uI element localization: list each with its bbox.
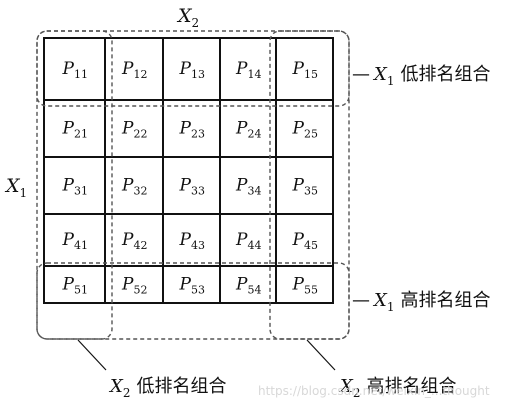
matrix-cell-p45: P45 [292,230,318,252]
matrix-cell-p51: P51 [62,275,88,297]
matrix-cell-p14: P14 [235,59,261,81]
matrix-cell-p32: P32 [121,176,147,198]
matrix-cell-p42: P42 [121,230,147,252]
matrix-cell-p21: P21 [62,119,88,141]
group-outlines [36,30,350,340]
matrix-cell-p23: P23 [179,119,205,141]
matrix-cell-p11: P11 [62,59,88,81]
matrix-cell-p34: P34 [235,176,261,198]
matrix-cell-p24: P24 [235,119,261,141]
watermark-url: https://blog.csdn.net/weixin_...thought [258,384,490,398]
matrix-cell-p52: P52 [121,275,147,297]
matrix-outer-border [43,37,334,304]
x2-low-group-outline [36,30,113,340]
matrix-cell-p55: P55 [292,275,318,297]
x2-high-leader [306,339,336,371]
matrix-cell-p35: P35 [292,176,318,198]
matrix-cell-p43: P43 [179,230,205,252]
matrix-cell-p31: P31 [62,176,88,198]
matrix-cell-p53: P53 [179,275,205,297]
matrix-cell-p25: P25 [292,119,318,141]
x2-high-group-outline [269,30,350,340]
matrix-cell-p12: P12 [121,59,147,81]
matrix-cell-p41: P41 [62,230,88,252]
x2-low-leader [77,339,107,371]
x2-axis-label: X2 [176,5,199,30]
callout-leaders [77,339,336,371]
matrix-cell-p13: P13 [179,59,205,81]
matrix-cell-p22: P22 [121,119,147,141]
matrix-cell-p44: P44 [235,230,261,252]
matrix-grid-lines [44,38,333,303]
matrix-cell-p54: P54 [235,275,261,297]
x1-axis-label: X1 [4,175,27,200]
matrix-cell-p33: P33 [179,176,205,198]
matrix-cell-p15: P15 [292,59,318,81]
